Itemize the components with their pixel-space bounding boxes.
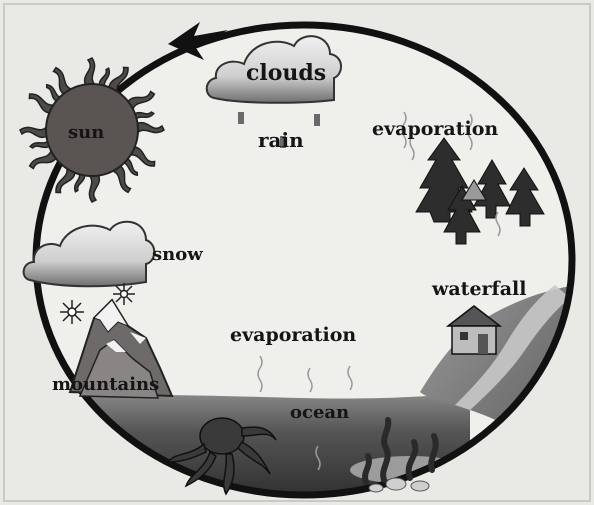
label-evaporation-middle: evaporation bbox=[230, 324, 357, 346]
label-ocean: ocean bbox=[290, 402, 350, 423]
label-evaporation-top: evaporation bbox=[372, 118, 499, 140]
house-icon bbox=[445, 305, 503, 355]
raindrop bbox=[238, 112, 244, 124]
label-sun: sun bbox=[68, 122, 105, 143]
waterfall-stream bbox=[455, 285, 570, 410]
mountains-icon bbox=[68, 298, 174, 399]
raindrop bbox=[314, 114, 320, 126]
label-snow: snow bbox=[152, 244, 203, 265]
raindrop bbox=[280, 136, 286, 148]
snow-cloud-icon bbox=[22, 220, 156, 288]
vapor-lines bbox=[257, 111, 501, 471]
octopus-icon bbox=[166, 417, 277, 496]
cloud-icon bbox=[205, 35, 342, 148]
rocks bbox=[368, 477, 430, 493]
snowflake-icon bbox=[60, 283, 135, 324]
label-clouds: clouds bbox=[246, 60, 327, 86]
label-mountains: mountains bbox=[52, 374, 160, 395]
label-waterfall: waterfall bbox=[432, 278, 527, 300]
arrowhead-icon bbox=[168, 22, 228, 60]
seaweed-icon bbox=[362, 417, 439, 485]
pine-tree-icon bbox=[415, 137, 545, 245]
label-rain: rain bbox=[258, 128, 304, 152]
sun-icon bbox=[19, 57, 165, 203]
